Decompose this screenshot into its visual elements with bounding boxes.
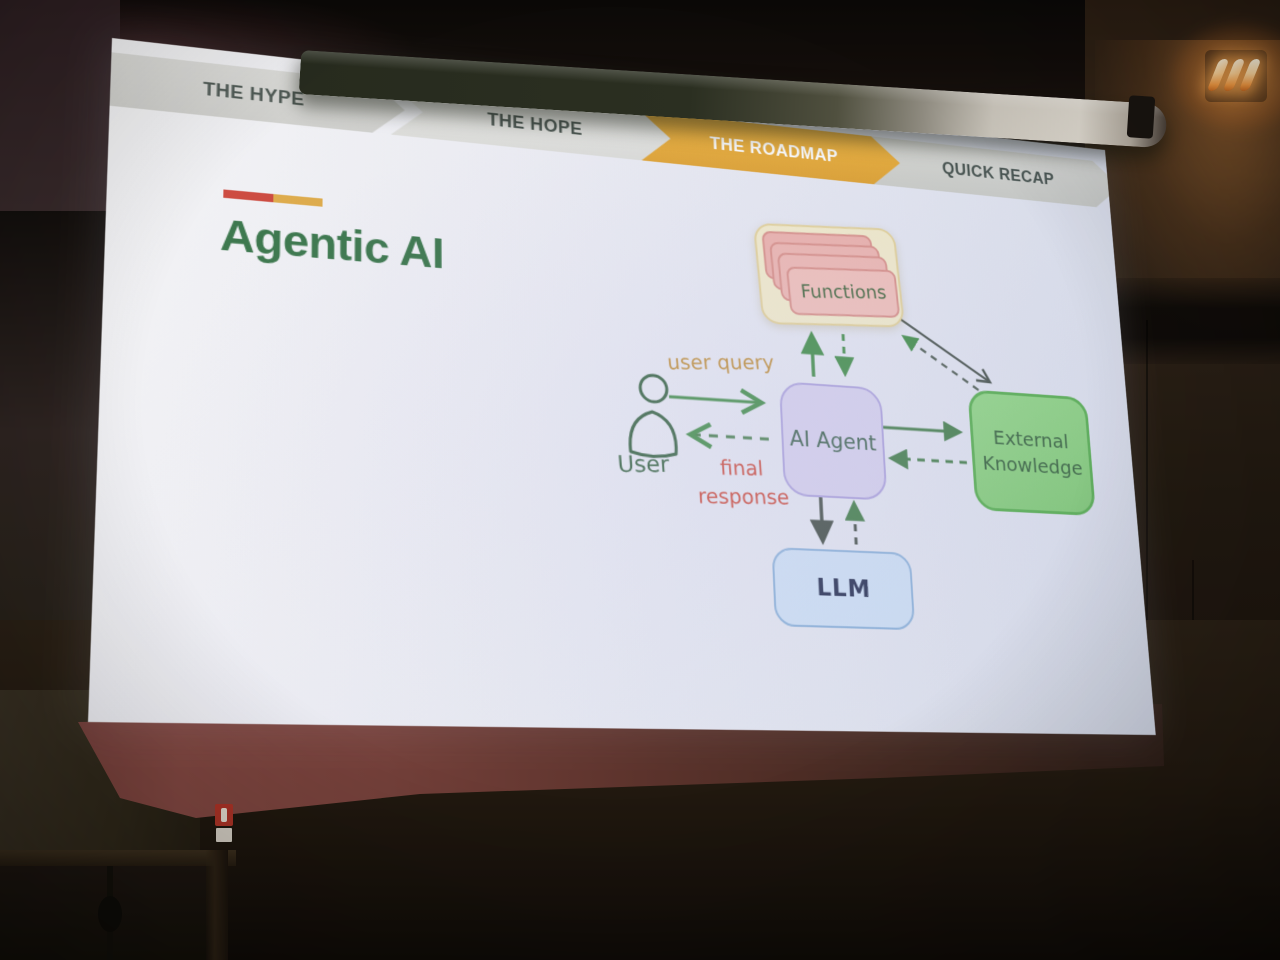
accent-bar-amber — [273, 194, 323, 207]
external-knowledge-label: External Knowledge — [981, 425, 1084, 480]
projection-screen: THE HYPE THE HOPE THE ROADMAP QUICK RECA… — [88, 38, 1156, 735]
fire-sign-label — [216, 828, 232, 842]
user-icon — [619, 371, 685, 463]
page-title: Agentic AI — [219, 210, 445, 278]
stepper-label: THE HYPE — [202, 78, 305, 110]
node-llm: LLM — [771, 547, 916, 631]
stepper-item-quick-recap: QUICK RECAP — [871, 136, 1122, 209]
stepper-label: THE HOPE — [487, 108, 583, 139]
user-label: User — [616, 452, 671, 479]
fire-safety-sign — [215, 804, 233, 844]
functions-label: Functions — [799, 281, 888, 304]
edge-label-user-query: user query — [665, 350, 776, 375]
wall-seam — [1146, 320, 1148, 770]
function-card-front: Functions — [785, 266, 901, 318]
ceiling-light — [1169, 22, 1280, 132]
ai-agent-label: AI Agent — [789, 426, 877, 456]
light-halo — [1169, 22, 1280, 132]
llm-label: LLM — [815, 574, 872, 604]
door-frame-top — [0, 850, 236, 866]
housing-end-cap — [1126, 95, 1156, 139]
stepper-label: THE ROADMAP — [709, 132, 839, 166]
stepper-label: QUICK RECAP — [941, 158, 1056, 189]
node-functions: Functions — [752, 222, 906, 328]
extinguisher-icon — [221, 808, 227, 822]
edge-label-final-response: final response — [697, 455, 791, 510]
accent-bar-red — [223, 189, 274, 203]
node-external-knowledge: External Knowledge — [967, 389, 1097, 517]
fire-sign-pictogram — [215, 804, 233, 826]
screen-crank-handle — [98, 896, 122, 932]
accent-bar — [223, 189, 323, 207]
door-frame-jamb — [206, 850, 228, 960]
